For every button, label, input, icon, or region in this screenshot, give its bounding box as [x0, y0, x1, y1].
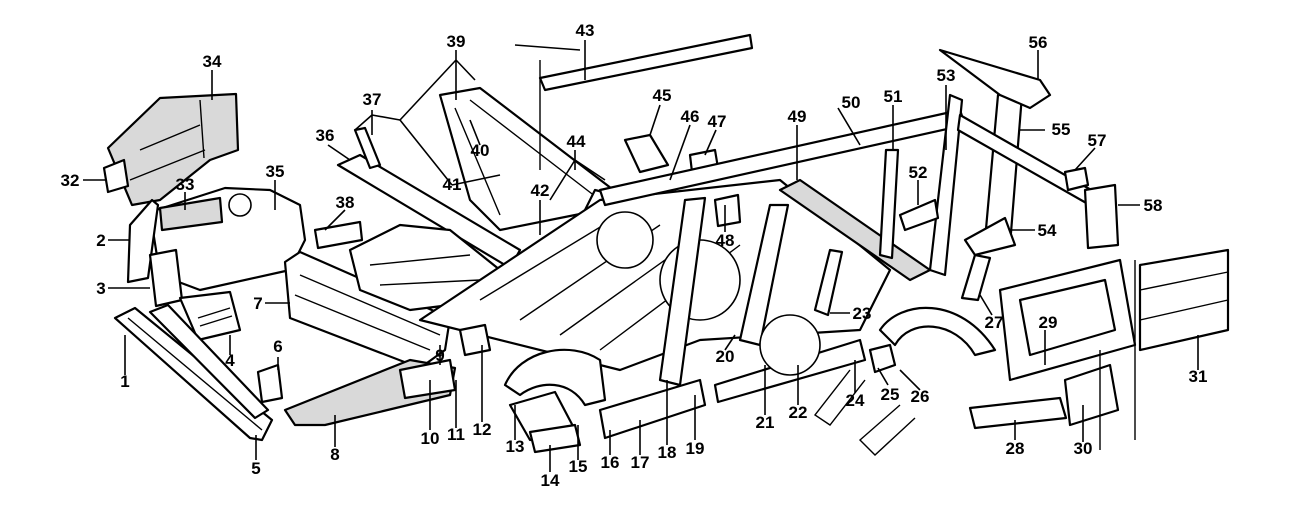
part-rear-rail — [956, 113, 1102, 210]
part-7 — [283, 250, 452, 370]
callout-54: 54 — [1038, 221, 1057, 240]
callout-43: 43 — [576, 21, 595, 40]
callout-15: 15 — [569, 457, 588, 476]
callout-30: 30 — [1074, 439, 1093, 458]
part-1 — [113, 306, 274, 442]
part-14 — [528, 423, 582, 454]
callout-34: 34 — [203, 52, 222, 71]
part-37 — [353, 126, 382, 170]
part-53 — [928, 93, 964, 277]
part-28 — [968, 396, 1068, 430]
callout-57: 57 — [1088, 131, 1107, 150]
callout-45: 45 — [653, 86, 672, 105]
part-45 — [623, 133, 670, 174]
part-27 — [960, 253, 992, 302]
callout-6: 6 — [273, 337, 282, 356]
part-2 — [126, 198, 160, 284]
part-38 — [313, 220, 364, 250]
callout-50: 50 — [842, 93, 861, 112]
callout-17: 17 — [631, 453, 650, 472]
part-51 — [878, 148, 900, 260]
callout-48: 48 — [716, 231, 735, 250]
callout-53: 53 — [937, 66, 956, 85]
part-15 — [503, 348, 607, 407]
part-3 — [148, 248, 184, 308]
part-5 — [148, 303, 270, 420]
part-34 — [106, 92, 240, 207]
callout-51: 51 — [884, 87, 903, 106]
callout-9: 9 — [435, 346, 444, 365]
callout-16: 16 — [601, 453, 620, 472]
part-26 — [878, 306, 997, 357]
callout-29: 29 — [1039, 313, 1058, 332]
callout-35: 35 — [266, 162, 285, 181]
parts — [102, 33, 1230, 456]
part-58 — [1083, 183, 1120, 250]
callout-8: 8 — [330, 445, 339, 464]
callout-46: 46 — [681, 107, 700, 126]
callout-40: 40 — [471, 141, 490, 160]
callout-47: 47 — [708, 112, 727, 131]
callout-12: 12 — [473, 420, 492, 439]
part-30 — [1063, 363, 1120, 427]
callout-58: 58 — [1144, 196, 1163, 215]
callout-27: 27 — [985, 313, 1004, 332]
callout-31: 31 — [1189, 367, 1208, 386]
part-12 — [458, 323, 492, 357]
part-48 — [713, 193, 742, 228]
part-25 — [868, 343, 897, 374]
part-20 — [738, 203, 790, 347]
part-52 — [898, 198, 940, 232]
part-43 — [538, 33, 754, 92]
callout-52: 52 — [909, 163, 928, 182]
callout-21: 21 — [756, 413, 775, 432]
callout-49: 49 — [788, 107, 807, 126]
part-31 — [1138, 248, 1230, 352]
callout-5: 5 — [251, 459, 260, 478]
callout-22: 22 — [789, 403, 808, 422]
callout-42: 42 — [531, 181, 550, 200]
callout-37: 37 — [363, 90, 382, 109]
callout-55: 55 — [1052, 120, 1071, 139]
callout-39: 39 — [447, 32, 466, 51]
callout-33: 33 — [176, 175, 195, 194]
callout-25: 25 — [881, 385, 900, 404]
callout-4: 4 — [225, 351, 235, 370]
part-57 — [1063, 166, 1090, 192]
callout-10: 10 — [421, 429, 440, 448]
callout-7: 7 — [253, 294, 262, 313]
part-18 — [658, 196, 707, 387]
leader-lines — [83, 40, 1199, 472]
part-6 — [256, 363, 284, 404]
part-16-17 — [598, 378, 707, 440]
callout-11: 11 — [447, 425, 465, 444]
part-32 — [102, 158, 130, 194]
callout-23: 23 — [853, 304, 872, 323]
part-54 — [963, 216, 1017, 257]
callout-38: 38 — [336, 193, 355, 212]
callout-14: 14 — [541, 471, 560, 490]
part-9-10 — [398, 358, 457, 400]
callout-3: 3 — [96, 279, 105, 298]
callout-28: 28 — [1006, 439, 1025, 458]
callout-24: 24 — [846, 391, 865, 410]
part-56 — [938, 48, 1052, 110]
callout-41: 41 — [443, 175, 462, 194]
callout-44: 44 — [567, 132, 586, 151]
callout-32: 32 — [61, 171, 80, 190]
callout-36: 36 — [316, 126, 335, 145]
callout-26: 26 — [911, 387, 930, 406]
callout-2: 2 — [96, 231, 105, 250]
callouts: 1 2 3 4 5 6 7 8 9 10 11 12 13 14 15 16 1… — [61, 21, 1208, 490]
callout-13: 13 — [506, 437, 525, 456]
callout-18: 18 — [658, 443, 677, 462]
part-4 — [178, 290, 242, 342]
callout-19: 19 — [686, 439, 705, 458]
callout-20: 20 — [716, 347, 735, 366]
callout-1: 1 — [120, 372, 129, 391]
part-23 — [813, 248, 844, 317]
callout-56: 56 — [1029, 33, 1048, 52]
